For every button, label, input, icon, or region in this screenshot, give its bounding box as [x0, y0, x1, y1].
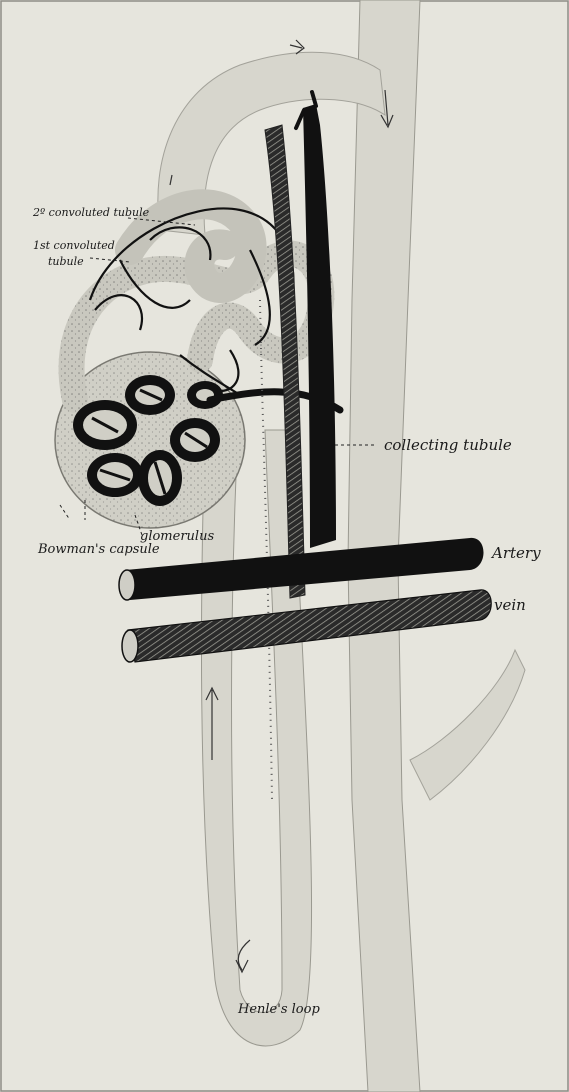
label-first-convoluted-line1: 1st convoluted	[33, 240, 115, 251]
label-second-convoluted: 2º convoluted tubule	[33, 207, 149, 218]
label-henles-loop: Henle's loop	[238, 1003, 320, 1016]
label-vein: vein	[494, 598, 526, 613]
label-first-convoluted-line2: tubule	[48, 256, 84, 267]
label-collecting-tubule: collecting tubule	[384, 438, 512, 453]
vein-vessel	[128, 590, 491, 662]
side-tubule	[410, 650, 525, 800]
label-bowmans-capsule: Bowman's capsule	[38, 543, 160, 556]
label-artery: Artery	[492, 546, 541, 561]
